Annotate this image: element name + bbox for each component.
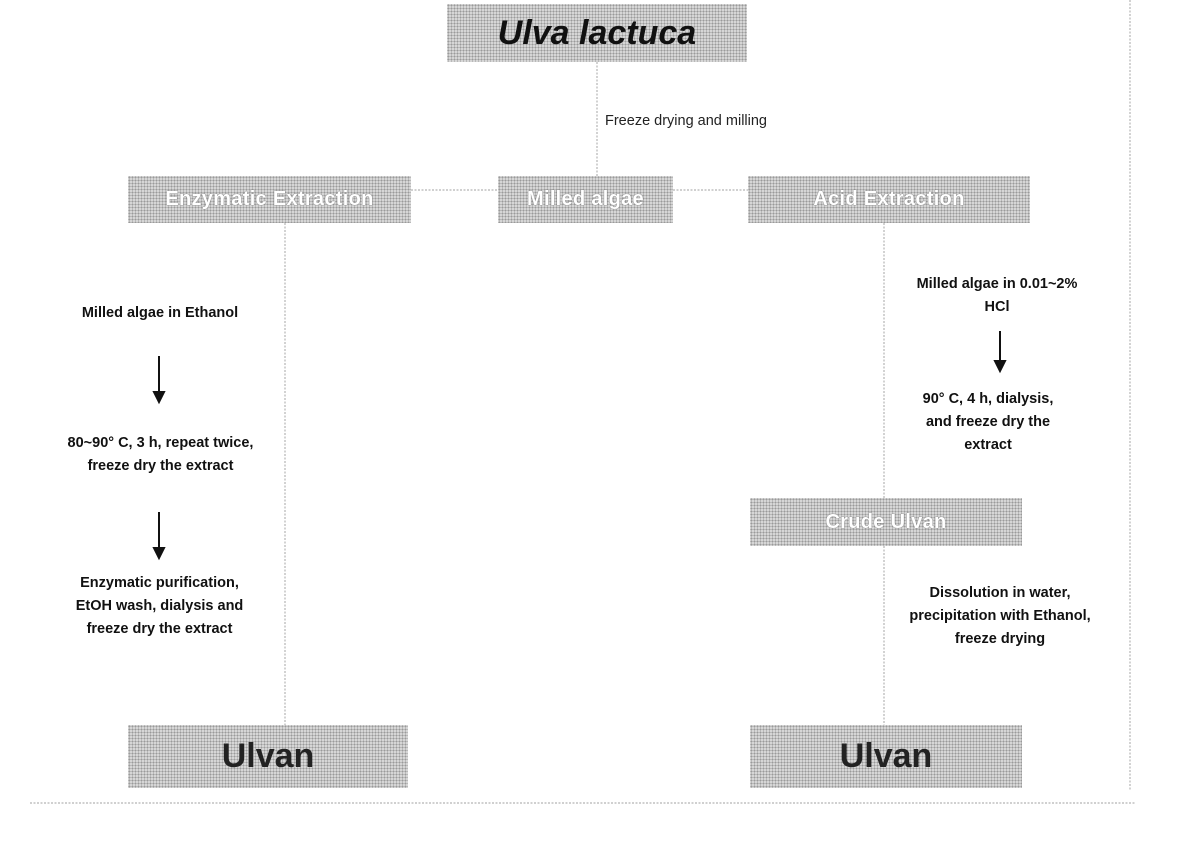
title-node: Ulva lactuca [447,4,747,62]
top-step-label: Freeze drying and milling [605,110,830,133]
ulvan-left-node: Ulvan [128,725,408,788]
acid-extraction-label: Acid Extraction [813,188,964,211]
ulvan-right-node: Ulvan [750,725,1022,788]
arrow-left-2-head [154,548,164,558]
right-step-2: 90° C, 4 h, dialysis, and freeze dry the… [908,388,1068,457]
acid-extraction-node: Acid Extraction [748,176,1030,223]
title-text: Ulva lactuca [498,14,696,53]
left-step-2: 80~90° C, 3 h, repeat twice, freeze dry … [48,432,273,478]
ulvan-left-label: Ulvan [222,737,315,776]
arrow-left-1-head [154,392,164,402]
ulvan-right-label: Ulvan [840,737,933,776]
enzymatic-extraction-label: Enzymatic Extraction [165,188,373,211]
milled-algae-label: Milled algae [527,188,644,211]
crude-ulvan-node: Crude Ulvan [750,498,1022,546]
left-step-3: Enzymatic purification, EtOH wash, dialy… [62,572,257,641]
enzymatic-extraction-node: Enzymatic Extraction [128,176,411,223]
arrow-right-1-head [995,361,1005,371]
milled-algae-node: Milled algae [498,176,673,223]
left-step-1: Milled algae in Ethanol [22,302,298,325]
right-step-3: Dissolution in water, precipitation with… [895,582,1105,651]
right-step-1: Milled algae in 0.01~2% HCl [907,273,1087,319]
crude-ulvan-label: Crude Ulvan [825,511,946,534]
